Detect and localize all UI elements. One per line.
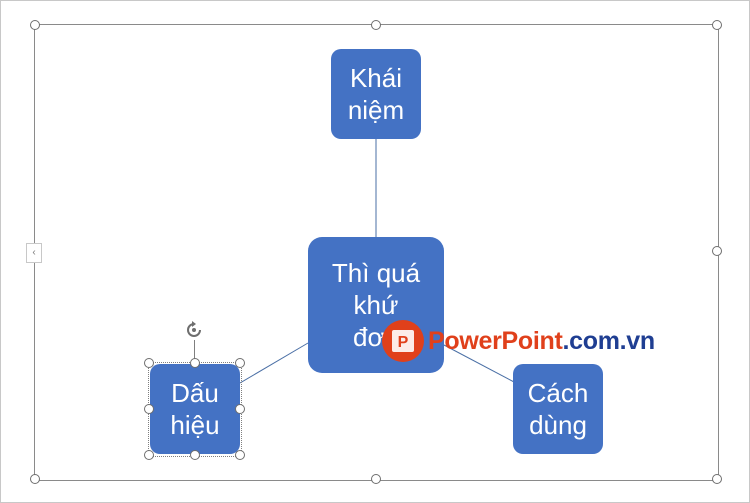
rotate-handle-icon[interactable]: [182, 318, 206, 342]
rotate-stem: [194, 340, 195, 362]
node-handle-top-middle[interactable]: [190, 358, 200, 368]
node-handle-top-right[interactable]: [235, 358, 245, 368]
frame-handle-top-left[interactable]: [30, 20, 40, 30]
frame-handle-bottom-right[interactable]: [712, 474, 722, 484]
text-pane-toggle[interactable]: ‹: [26, 243, 42, 263]
node-cach-dung[interactable]: Cách dùng: [513, 364, 603, 454]
watermark-brand: PowerPoint: [428, 326, 563, 355]
watermark-domain: .com.vn: [562, 326, 656, 355]
node-handle-bottom-middle[interactable]: [190, 450, 200, 460]
node-handle-middle-right[interactable]: [235, 404, 245, 414]
node-handle-bottom-right[interactable]: [235, 450, 245, 460]
frame-handle-bottom-middle[interactable]: [371, 474, 381, 484]
watermark-text: PowerPoint.com.vn: [428, 327, 655, 356]
selection-box: [148, 362, 242, 457]
frame-handle-middle-right[interactable]: [712, 246, 722, 256]
frame-handle-bottom-left[interactable]: [30, 474, 40, 484]
svg-text:P: P: [398, 334, 409, 351]
frame-handle-top-right[interactable]: [712, 20, 722, 30]
node-handle-top-left[interactable]: [144, 358, 154, 368]
node-dau-hieu[interactable]: Dấu hiệu: [150, 364, 240, 454]
node-handle-middle-left[interactable]: [144, 404, 154, 414]
node-khai-niem[interactable]: Khái niệm: [331, 49, 421, 139]
connector-left: [239, 342, 309, 384]
chevron-left-icon: ‹: [32, 247, 36, 258]
node-handle-bottom-left[interactable]: [144, 450, 154, 460]
powerpoint-logo-icon: P: [382, 320, 424, 362]
watermark: P PowerPoint.com.vn: [380, 318, 655, 364]
connector-right: [443, 344, 515, 383]
frame-handle-top-middle[interactable]: [371, 20, 381, 30]
